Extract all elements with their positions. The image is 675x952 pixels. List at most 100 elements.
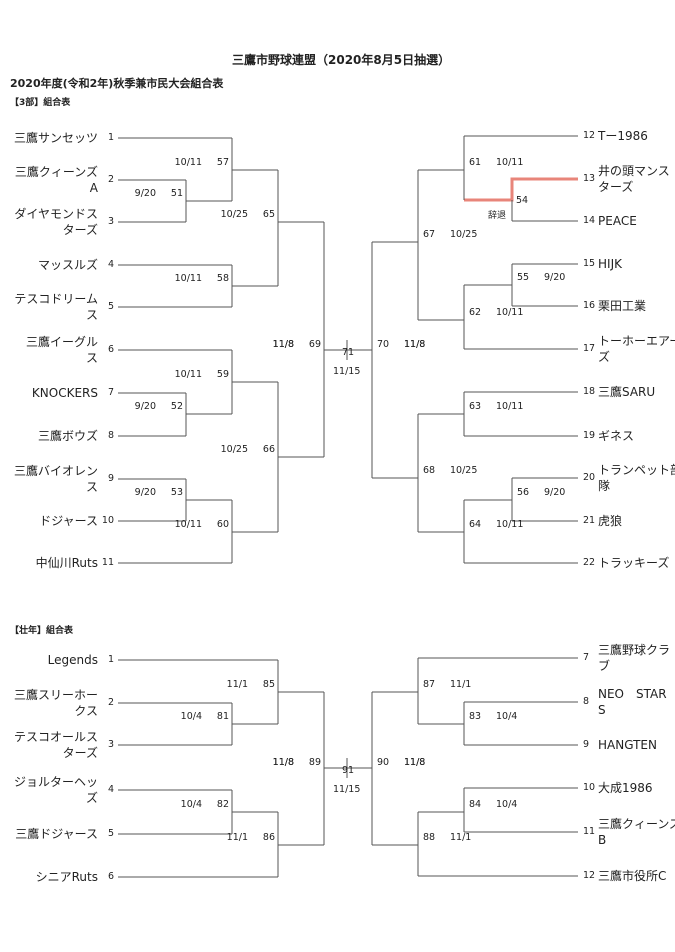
game-3bu-55-date: 9/20 <box>544 272 566 283</box>
game-3bu-52-number: 52 <box>170 401 183 412</box>
team-sonen-left-5-number: 5 <box>107 828 114 839</box>
game-sonen-86-number: 86 <box>262 832 275 843</box>
game-3bu-69-number: 69 <box>308 339 321 350</box>
game-sonen-83-number: 83 <box>469 711 482 722</box>
team-3bu-right-15-name: HIJK <box>598 257 622 271</box>
game-3bu-62-date: 10/11 <box>496 307 524 318</box>
team-3bu-left-4-name: マッスルズ <box>37 258 98 272</box>
team-sonen-right-12-name: 三鷹市役所C <box>598 869 667 883</box>
game-sonen-90-date: 11/8 <box>404 757 426 768</box>
game-3bu-65-number: 65 <box>262 209 275 220</box>
page-title: 三鷹市野球連盟（2020年8月5日抽選） <box>232 53 451 67</box>
game-3bu-70-date: 11/8 <box>404 339 426 350</box>
game-3bu-51-date: 9/20 <box>134 188 156 199</box>
game-3bu-53-date: 9/20 <box>134 487 156 498</box>
game-3bu-59-number: 59 <box>216 369 229 380</box>
team-sonen-left-3-number: 3 <box>107 739 114 750</box>
team-3bu-left-5-number: 5 <box>107 301 114 312</box>
game-sonen-84-number: 84 <box>469 799 482 810</box>
game-3bu-71-number: 71 <box>342 347 355 358</box>
team-sonen-right-11-name: 三鷹クィーンズ B <box>598 817 675 847</box>
team-sonen-left-1-number: 1 <box>107 654 114 665</box>
team-sonen-right-10-number: 10 <box>583 782 596 793</box>
team-3bu-left-8-number: 8 <box>107 430 114 441</box>
game-sonen-81-number: 81 <box>216 711 229 722</box>
game-sonen-82-date: 10/4 <box>180 799 202 810</box>
game-sonen-88-number: 88 <box>423 832 436 843</box>
team-3bu-left-3-number: 3 <box>107 216 114 227</box>
game-3bu-57-date: 10/11 <box>174 157 202 168</box>
team-3bu-left-7-name: KNOCKERS <box>31 386 98 400</box>
team-sonen-right-8-name: NEO STAR S <box>598 687 667 717</box>
team-3bu-right-19-number: 19 <box>583 430 596 441</box>
team-3bu-right-21-name: 虎狼 <box>598 514 623 528</box>
team-3bu-right-22-name: トラッキーズ <box>598 556 670 570</box>
team-sonen-right-8-number: 8 <box>583 696 590 707</box>
game-sonen-90-number: 90 <box>377 757 390 768</box>
game-3bu-58-date: 10/11 <box>174 273 202 284</box>
team-3bu-left-5-name: テスコドリーム ス <box>14 292 98 322</box>
team-3bu-right-18-name: 三鷹SARU <box>598 385 656 399</box>
team-3bu-right-15-number: 15 <box>583 258 596 269</box>
game-3bu-64-date: 10/11 <box>496 519 524 530</box>
team-sonen-left-4-name: ジョルターヘッ ズ <box>13 775 98 805</box>
game-3bu-52-date: 9/20 <box>134 401 156 412</box>
game-3bu-53-number: 53 <box>170 487 183 498</box>
game-3bu-61-number: 61 <box>469 157 482 168</box>
team-3bu-right-12-name: Tー1986 <box>598 129 648 143</box>
game-3bu-57-number: 57 <box>216 157 229 168</box>
game-sonen-83-date: 10/4 <box>496 711 518 722</box>
team-3bu-right-14-name: PEACE <box>598 214 637 228</box>
game-sonen-88-date: 11/1 <box>450 832 472 843</box>
game-3bu-66-number: 66 <box>262 444 275 455</box>
game-3bu-59-date: 10/11 <box>174 369 202 380</box>
game-3bu-70-date: 11/8 <box>404 339 426 350</box>
game-sonen-87-number: 87 <box>423 679 436 690</box>
game-sonen-84-date: 10/4 <box>496 799 518 810</box>
team-sonen-left-5-name: 三鷹ドジャース <box>15 827 98 841</box>
team-3bu-left-6-name: 三鷹イーグル ス <box>25 335 98 365</box>
game-3bu-68-date: 10/25 <box>450 465 478 476</box>
team-sonen-right-7-number: 7 <box>583 652 590 663</box>
game-3bu-69-date: 11/8 <box>272 339 294 350</box>
team-3bu-left-6-number: 6 <box>107 344 114 355</box>
team-sonen-right-10-name: 大成1986 <box>598 781 653 795</box>
team-3bu-right-17-name: トーホーエアー ズ <box>598 334 675 364</box>
team-3bu-left-4-number: 4 <box>107 259 114 270</box>
game-3bu-68-number: 68 <box>423 465 436 476</box>
game-3bu-58-number: 58 <box>216 273 229 284</box>
game-3bu-54-note: 辞退 <box>488 211 507 221</box>
game-3bu-64-number: 64 <box>469 519 482 530</box>
game-3bu-67-number: 67 <box>423 229 436 240</box>
game-3bu-61-date: 10/11 <box>496 157 524 168</box>
game-sonen-89-date: 11/8 <box>272 757 294 768</box>
game-sonen-85-date: 11/1 <box>226 679 248 690</box>
game-3bu-62-number: 62 <box>469 307 482 318</box>
game-3bu-66-date: 10/25 <box>220 444 248 455</box>
team-3bu-left-2-number: 2 <box>107 174 114 185</box>
team-3bu-right-17-number: 17 <box>583 343 596 354</box>
game-sonen-90-date: 11/8 <box>404 757 426 768</box>
game-sonen-89-date: 11/8 <box>272 757 294 768</box>
game-sonen-85-number: 85 <box>262 679 275 690</box>
section-heading-sonen: 【壮年】組合表 <box>10 626 74 636</box>
game-3bu-51-number: 51 <box>170 188 183 199</box>
team-sonen-right-7-name: 三鷹野球クラ ブ <box>598 643 671 673</box>
game-3bu-65-date: 10/25 <box>220 209 248 220</box>
team-3bu-left-10-name: ドジャース <box>39 514 98 528</box>
team-3bu-left-2-name: 三鷹クィーンズ A <box>14 165 98 195</box>
team-3bu-right-21-number: 21 <box>583 515 596 526</box>
team-3bu-left-10-number: 10 <box>101 515 114 526</box>
team-3bu-left-1-name: 三鷹サンセッツ <box>13 131 98 145</box>
team-3bu-left-7-number: 7 <box>107 387 114 398</box>
page-subtitle: 2020年度(令和2年)秋季兼市民大会組合表 <box>10 77 224 90</box>
team-3bu-left-9-number: 9 <box>107 473 114 484</box>
team-3bu-right-22-number: 22 <box>583 557 596 568</box>
team-3bu-left-11-number: 11 <box>101 557 114 568</box>
team-3bu-left-9-name: 三鷹バイオレン ス <box>13 464 98 494</box>
game-3bu-54-number: 54 <box>516 195 529 206</box>
team-3bu-left-3-name: ダイヤモンドス ターズ <box>14 207 98 237</box>
game-3bu-56-date: 9/20 <box>544 487 566 498</box>
